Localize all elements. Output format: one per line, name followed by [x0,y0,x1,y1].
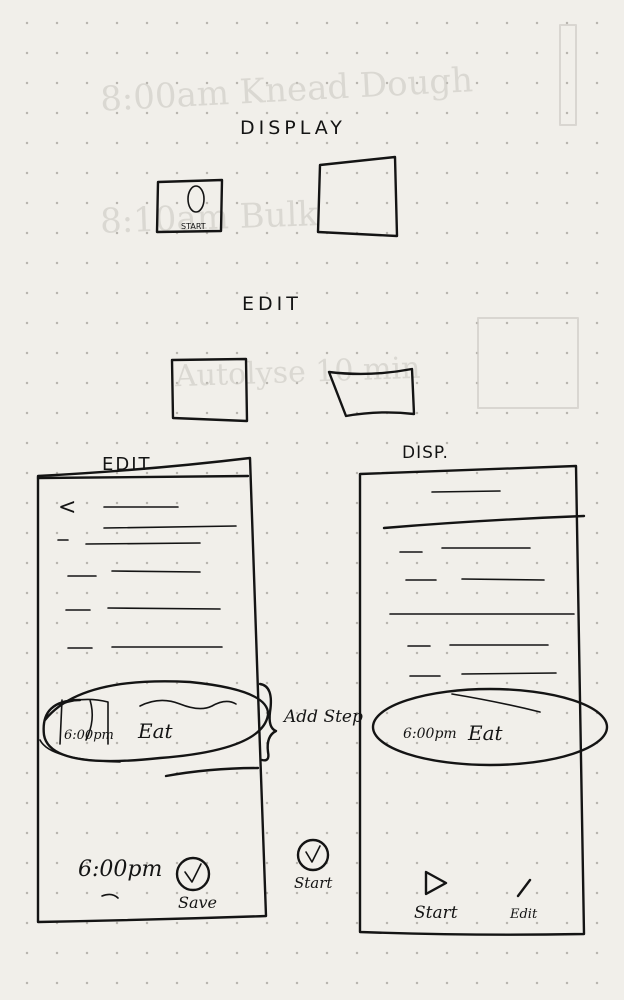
middle-start-circle[interactable] [296,838,330,872]
start-widget-frame [155,178,224,234]
edit-step-time[interactable]: 6:00pm [64,728,114,743]
display-step-strike [451,693,541,713]
start-widget-circle [187,185,205,213]
display-edit-button[interactable]: Edit [509,907,538,922]
edit-step-line[interactable] [111,570,201,573]
display-step-time: 6:00pm [403,726,457,742]
display-screen-frame [358,464,586,936]
display-step-name: Eat [467,721,504,745]
edit-widget-frame-2 [327,367,416,418]
edit-step-line[interactable] [85,542,201,545]
save-button[interactable]: Save [178,893,217,912]
bleed-through-frame [559,24,577,126]
edit-widget-frame-1 [170,357,249,423]
edit-footer-time[interactable]: 6:00pm [78,857,162,882]
add-step-bracket [258,682,278,762]
display-play-icon[interactable] [424,870,448,896]
display-header-line [382,514,586,530]
edit-title-underline [103,525,237,529]
display-edit-pencil-icon[interactable] [516,878,532,898]
save-check-icon[interactable] [184,863,202,883]
bleed-through-frame [477,317,579,409]
edit-footer-time-underline [101,893,119,899]
edit-back-icon[interactable]: < [58,495,76,520]
display-step-highlight[interactable] [371,687,609,767]
display-heading: DISPLAY [240,117,346,139]
display-widget-frame [316,155,399,238]
edit-heading: EDIT [242,293,302,315]
edit-step-scribble [39,698,121,763]
middle-start-label[interactable]: Start [294,874,333,892]
edit-step-name[interactable]: Eat [137,719,174,743]
display-start-button[interactable]: Start [414,903,458,923]
edit-step-highlight[interactable] [42,680,270,763]
display-step-line [461,578,545,581]
save-check-circle[interactable] [175,856,211,892]
edit-screen-header-line [36,474,250,480]
display-step-line [461,672,557,675]
edit-step-wave [139,699,237,710]
edit-step-line[interactable] [107,607,221,610]
add-step-annotation: Add Step [282,707,363,727]
edit-screen-divider [164,766,260,778]
edit-screen-frame [36,456,268,924]
display-title-line [431,490,501,493]
start-widget-label: START [181,222,206,231]
middle-start-check-icon[interactable] [305,845,321,863]
display-screen-title: DISP. [402,443,449,463]
